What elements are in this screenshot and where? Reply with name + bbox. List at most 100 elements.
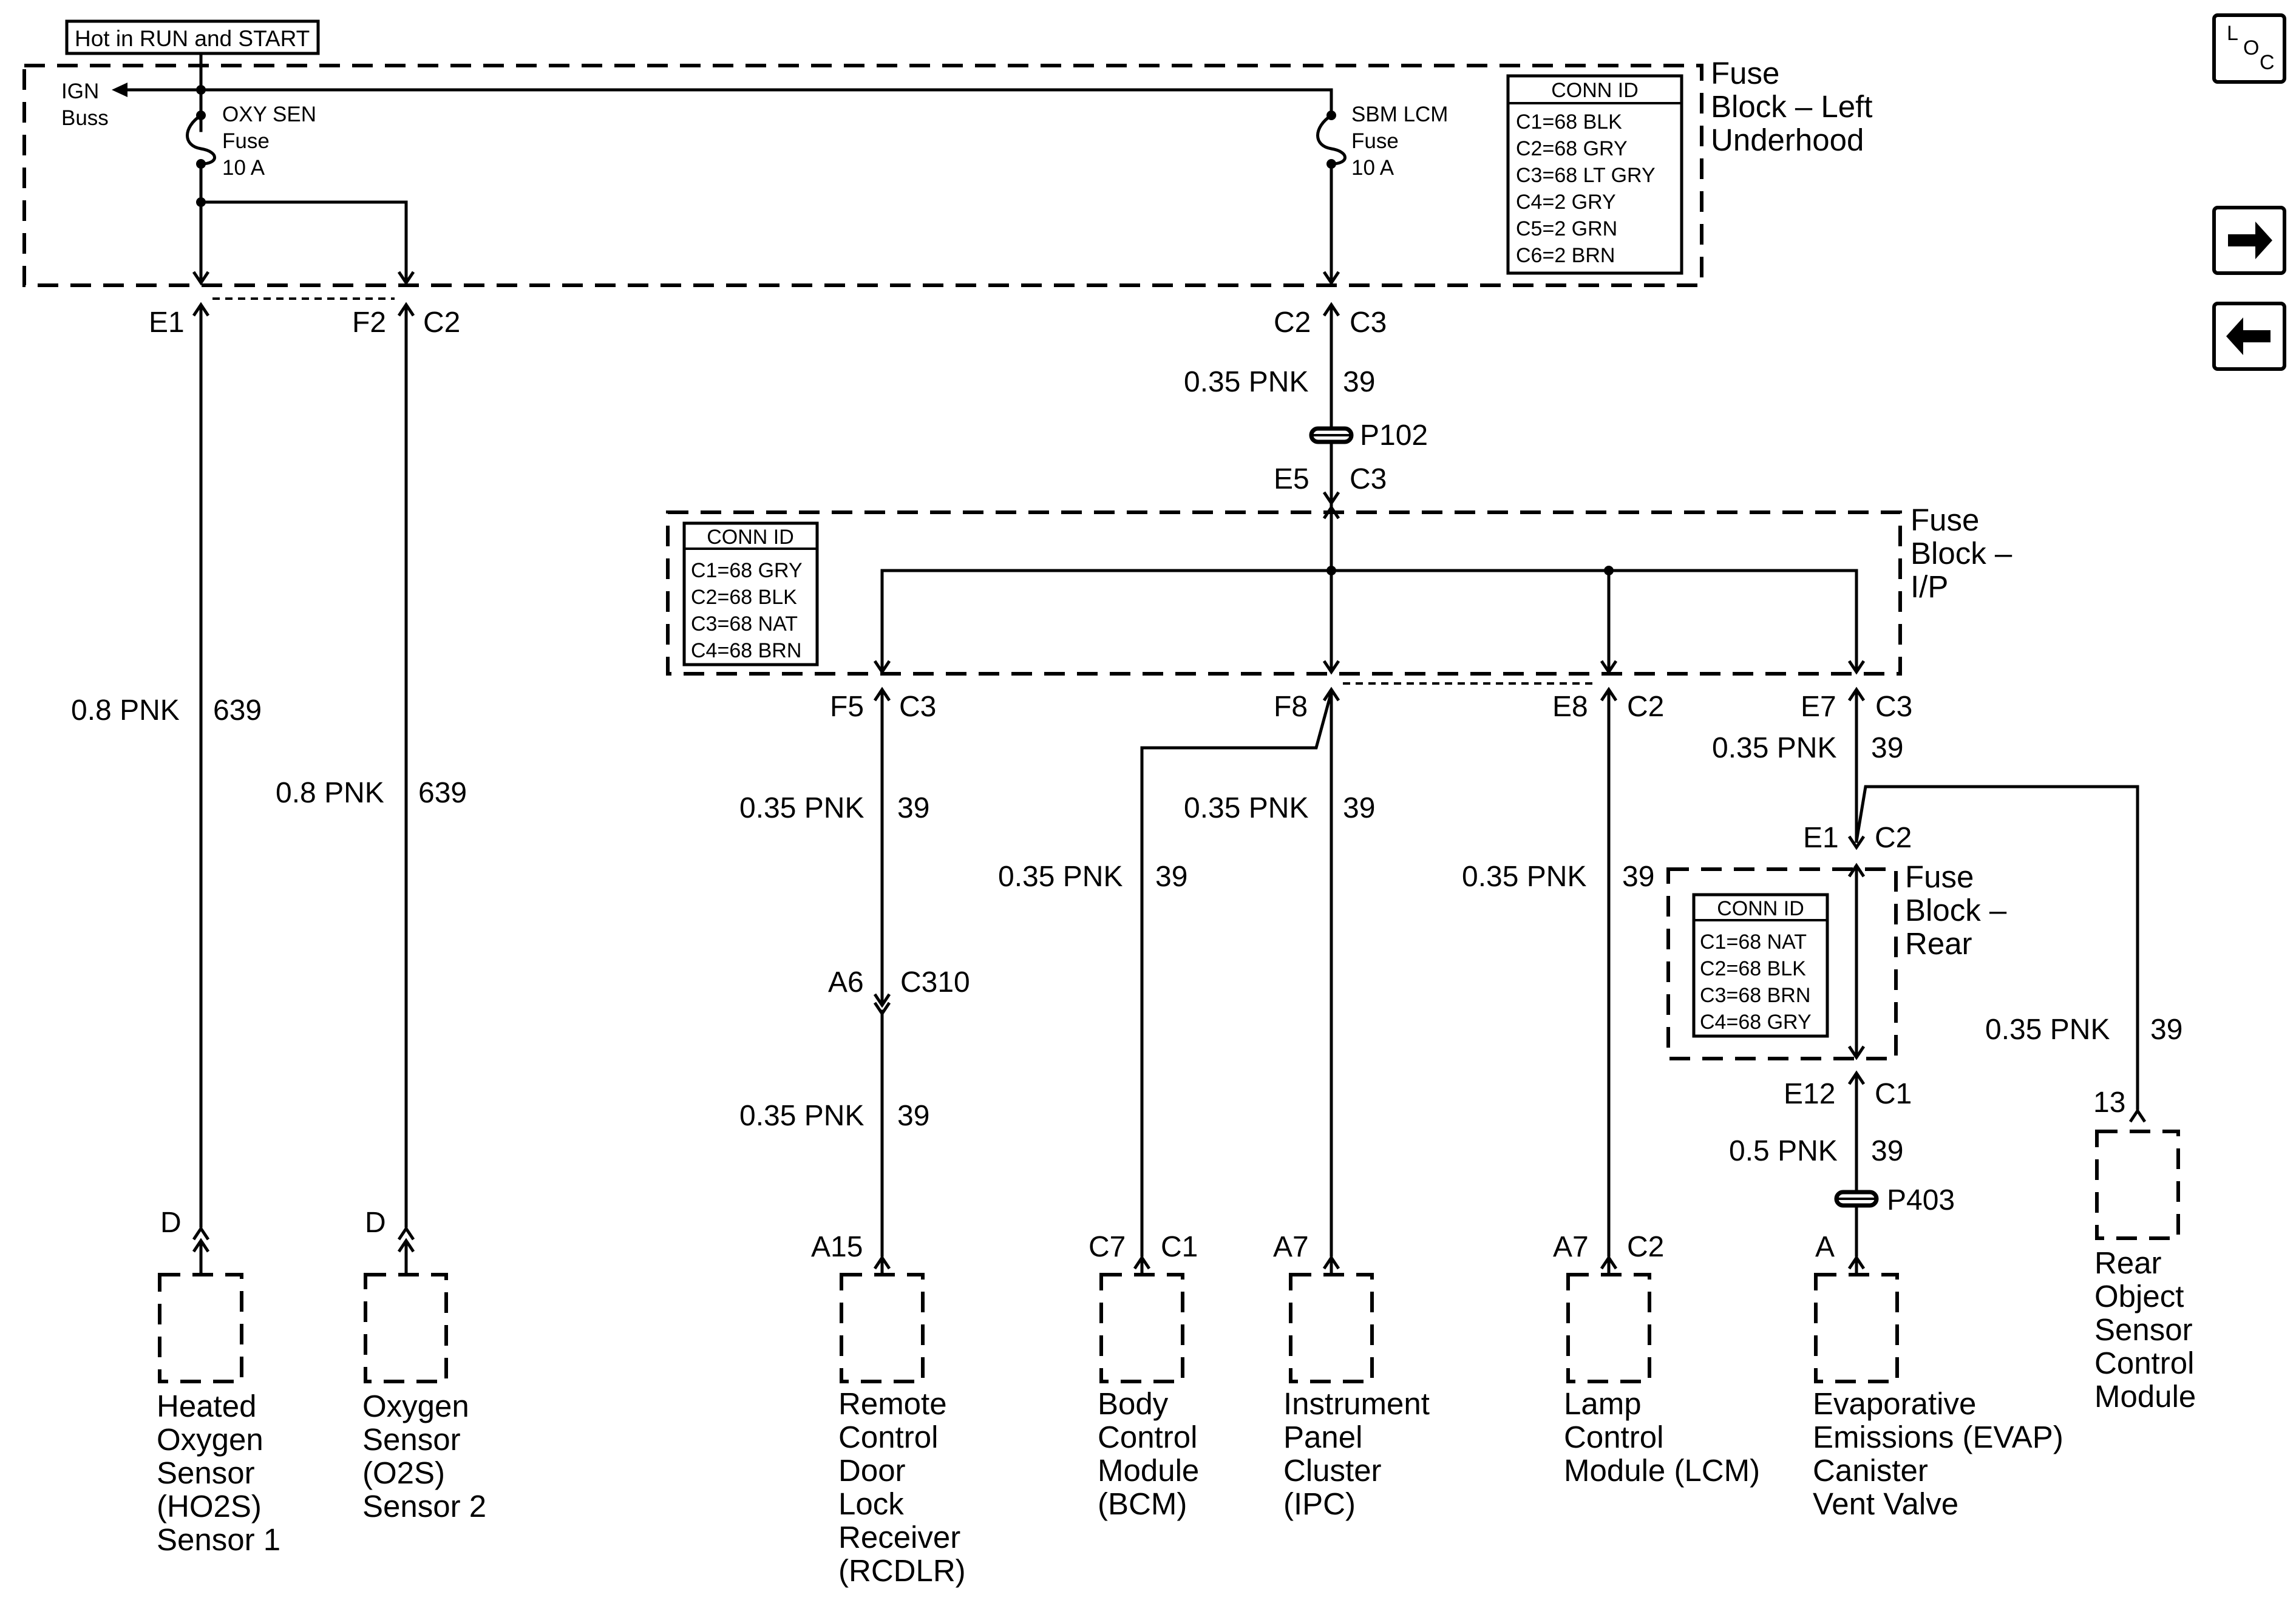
splice-p403: [1834, 1190, 1879, 1208]
svg-text:SBM LCM: SBM LCM: [1351, 103, 1448, 126]
component-ipc: [1289, 1273, 1374, 1383]
pin-a: A: [1815, 1231, 1835, 1263]
label-o2s: Oxygen Sensor (O2S) Sensor 2: [362, 1389, 486, 1524]
svg-text:I/P: I/P: [1911, 569, 1948, 604]
pin-c1: C1: [1161, 1231, 1198, 1263]
svg-text:Rear: Rear: [1905, 926, 1972, 961]
svg-text:Lock: Lock: [838, 1486, 904, 1521]
loc-button[interactable]: L O C: [2212, 13, 2286, 84]
wire-label-circuit: 639: [213, 694, 262, 727]
component-lcm: [1566, 1273, 1651, 1383]
svg-text:Lamp: Lamp: [1564, 1386, 1642, 1421]
svg-text:(IPC): (IPC): [1283, 1486, 1356, 1521]
pin-c7: C7: [1089, 1231, 1126, 1263]
pin-c2: C2: [1627, 691, 1664, 723]
svg-text:C4=68 GRY: C4=68 GRY: [1700, 1011, 1812, 1034]
pin-d: D: [365, 1207, 386, 1239]
component-bcm: [1099, 1273, 1184, 1383]
svg-text:Sensor 1: Sensor 1: [157, 1522, 280, 1557]
svg-text:C1=68 BLK: C1=68 BLK: [1516, 110, 1622, 134]
svg-text:Object: Object: [2094, 1279, 2184, 1314]
svg-text:C3=68 LT GRY: C3=68 LT GRY: [1516, 164, 1656, 187]
svg-text:C3=68 BRN: C3=68 BRN: [1700, 984, 1810, 1007]
svg-text:Fuse: Fuse: [222, 129, 270, 153]
wire-39-roscm: [1855, 785, 2139, 1110]
svg-text:Block –: Block –: [1905, 893, 2007, 927]
svg-text:C1=68 GRY: C1=68 GRY: [691, 559, 803, 582]
svg-text:Sensor 2: Sensor 2: [362, 1489, 486, 1524]
wire-label-circuit: 39: [897, 792, 929, 824]
label-evap: Evaporative Emissions (EVAP) Canister Ve…: [1813, 1386, 2063, 1521]
svg-text:Rear: Rear: [2094, 1246, 2162, 1280]
oxy-sen-branch-wire: [199, 200, 408, 282]
wire-label-circuit: 39: [1622, 861, 1654, 893]
svg-text:C5=2 GRN: C5=2 GRN: [1516, 217, 1617, 240]
pin-a6: A6: [828, 966, 864, 998]
pin-13: 13: [2093, 1086, 2125, 1119]
pin-e7: E7: [1801, 691, 1836, 723]
oxy-sen-fuse: [186, 88, 216, 282]
svg-text:Sensor: Sensor: [2094, 1312, 2193, 1347]
pin-c2: C2: [1627, 1231, 1664, 1263]
svg-text:10 A: 10 A: [1351, 156, 1394, 180]
svg-text:IGN: IGN: [61, 80, 99, 103]
pin-c310: C310: [900, 966, 970, 998]
svg-text:L: L: [2227, 22, 2238, 45]
arrow-right-icon: [2228, 222, 2272, 259]
previous-page-button[interactable]: [2212, 302, 2286, 371]
pin-c3: C3: [899, 691, 936, 723]
label-ipc: Instrument Panel Cluster (IPC): [1283, 1386, 1430, 1521]
oxy-sen-fuse-label: OXY SEN Fuse 10 A: [222, 103, 316, 180]
wire-label-gauge: 0.35 PNK: [1184, 792, 1308, 824]
pin-d: D: [160, 1207, 182, 1239]
fuse-block-ip-boundary: [666, 510, 1902, 676]
svg-text:Underhood: Underhood: [1711, 123, 1864, 157]
svg-text:Block –: Block –: [1911, 536, 2012, 571]
svg-text:C4=68 BRN: C4=68 BRN: [691, 639, 801, 662]
pin-a7: A7: [1273, 1231, 1309, 1263]
svg-text:C1=68 NAT: C1=68 NAT: [1700, 931, 1807, 954]
conn-id-ip: CONN ID C1=68 GRY C2=68 BLK C3=68 NAT C4…: [682, 521, 819, 666]
svg-text:C2=68 BLK: C2=68 BLK: [691, 586, 797, 609]
svg-text:Instrument: Instrument: [1283, 1386, 1430, 1421]
svg-text:Fuse: Fuse: [1711, 56, 1779, 90]
svg-text:Door: Door: [838, 1453, 906, 1488]
wire-label-circuit: 39: [1871, 732, 1903, 764]
svg-text:Emissions (EVAP): Emissions (EVAP): [1813, 1420, 2063, 1454]
wire-label-gauge: 0.8 PNK: [71, 694, 180, 727]
svg-text:Control: Control: [1564, 1420, 1663, 1454]
wire-label-circuit: 39: [1343, 792, 1375, 824]
svg-text:Module: Module: [2094, 1379, 2196, 1414]
pin-e5: E5: [1274, 463, 1309, 495]
wire-label-gauge: 0.35 PNK: [1462, 861, 1586, 893]
wire-label-gauge: 0.5 PNK: [1729, 1135, 1838, 1167]
wire-label-circuit: 39: [1871, 1135, 1903, 1167]
wire-label-gauge: 0.35 PNK: [1712, 732, 1836, 764]
fuse-block-underhood-boundary: [22, 64, 1703, 287]
label-lcm: Lamp Control Module (LCM): [1564, 1386, 1760, 1488]
next-page-button[interactable]: [2212, 206, 2286, 275]
splice-label: P403: [1887, 1184, 1955, 1216]
svg-text:Evaporative: Evaporative: [1813, 1386, 1976, 1421]
pin-c3: C3: [1875, 691, 1912, 723]
wire-label-circuit: 39: [1343, 366, 1375, 398]
wire-label-gauge: 0.35 PNK: [739, 792, 864, 824]
svg-text:CONN ID: CONN ID: [1717, 897, 1804, 920]
svg-text:Cluster: Cluster: [1283, 1453, 1382, 1488]
svg-text:(RCDLR): (RCDLR): [838, 1553, 966, 1588]
splice-label: P102: [1360, 419, 1428, 452]
svg-text:Oxygen: Oxygen: [362, 1389, 469, 1423]
wire-label-gauge: 0.35 PNK: [1985, 1014, 2110, 1046]
svg-text:Buss: Buss: [61, 106, 109, 130]
pin-c3: C3: [1350, 463, 1387, 495]
label-rcdlr: Remote Control Door Lock Receiver (RCDLR…: [838, 1386, 966, 1588]
wire-label-circuit: 39: [1155, 861, 1187, 893]
pin-c3: C3: [1350, 307, 1387, 339]
svg-text:Remote: Remote: [838, 1386, 947, 1421]
hot-label: Hot in RUN and START: [75, 26, 310, 51]
pin-c2: C2: [1875, 822, 1912, 854]
fuse-block-ip-title: Fuse Block – I/P: [1911, 503, 2012, 604]
svg-text:C2=68 BLK: C2=68 BLK: [1700, 957, 1806, 980]
pin-c1: C1: [1875, 1078, 1912, 1110]
conn-id-underhood: CONN ID C1=68 BLK C2=68 GRY C3=68 LT GRY…: [1506, 74, 1683, 275]
